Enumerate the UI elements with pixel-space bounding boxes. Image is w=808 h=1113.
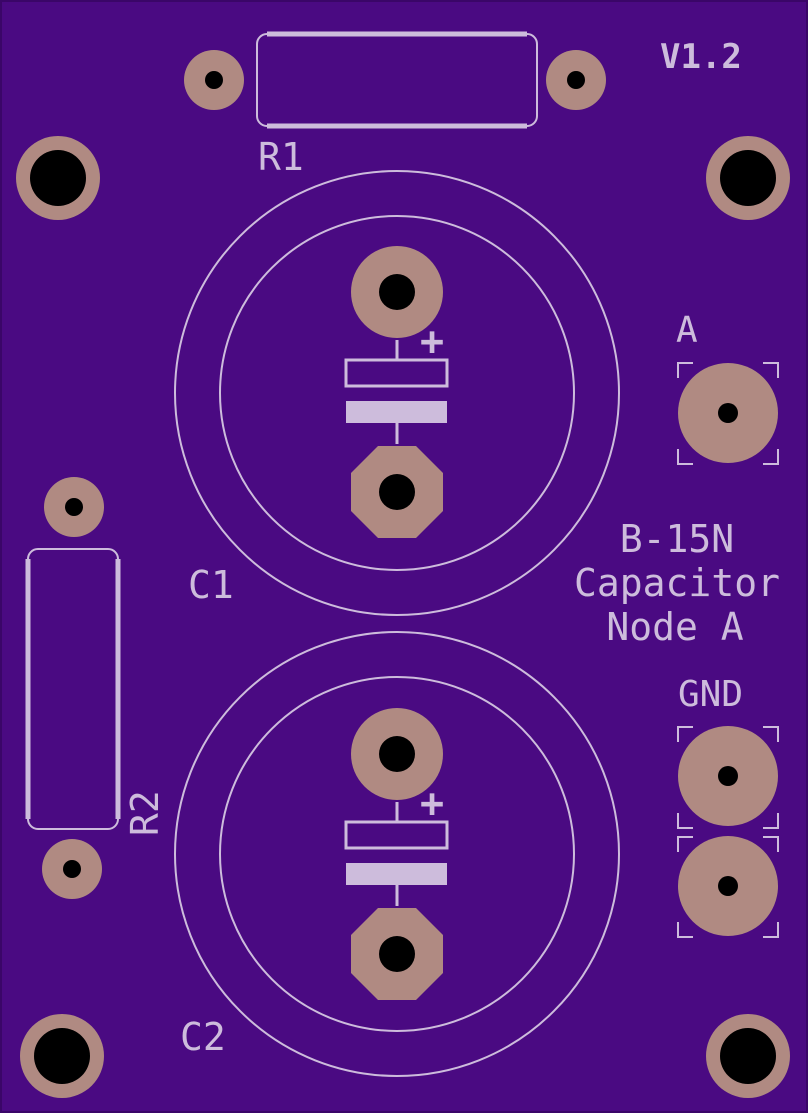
r1-pad-right <box>546 50 606 110</box>
capacitor-c2: + C2 <box>174 631 620 1077</box>
title-line-1: B-15N <box>620 517 734 561</box>
connector-a-pad <box>678 363 778 463</box>
title-line-2: Capacitor <box>574 561 780 605</box>
title-line-3: Node A <box>606 605 743 649</box>
capacitor-c1: + C1 <box>174 170 620 616</box>
connector-gnd-pad-1 <box>678 726 778 826</box>
c2-polarity-symbol <box>344 802 449 906</box>
c1-inner-outline <box>219 215 575 571</box>
board-title: B-15N Capacitor Node A <box>574 517 780 649</box>
connector-gnd-pad-2 <box>678 836 778 936</box>
resistor-r1: R1 <box>184 31 606 179</box>
mounting-hole-bottom-left <box>20 1014 104 1098</box>
c2-pad-negative <box>351 908 443 1000</box>
connector-a-label: A <box>676 310 698 351</box>
c1-pad-positive <box>351 246 443 338</box>
c2-outer-outline <box>174 631 620 1077</box>
version-label: V1.2 <box>660 37 742 77</box>
resistor-r2: R2 <box>25 477 167 899</box>
r1-pad-left <box>184 50 244 110</box>
connector-gnd-label: GND <box>678 674 743 715</box>
c1-outer-outline <box>174 170 620 616</box>
r2-label: R2 <box>123 790 167 836</box>
mounting-hole-top-left <box>16 136 100 220</box>
c1-plus-label: + <box>420 319 444 365</box>
connector-gnd: GND <box>677 674 779 938</box>
mounting-holes <box>16 136 790 1098</box>
mounting-hole-bottom-right <box>706 1014 790 1098</box>
c2-plus-label: + <box>420 781 444 827</box>
c1-polarity-symbol <box>344 340 449 444</box>
c2-label: C2 <box>180 1015 226 1059</box>
c2-pad-positive <box>351 708 443 800</box>
connector-gnd-outline <box>677 726 779 938</box>
connector-a: A <box>676 310 779 465</box>
r2-pad-bottom <box>42 839 102 899</box>
r1-label: R1 <box>258 135 304 179</box>
r2-pad-top <box>44 477 104 537</box>
connector-a-outline <box>677 362 779 465</box>
c2-inner-outline <box>219 676 575 1032</box>
c1-pad-negative <box>351 446 443 538</box>
mounting-hole-top-right <box>706 136 790 220</box>
c1-label: C1 <box>188 563 234 607</box>
